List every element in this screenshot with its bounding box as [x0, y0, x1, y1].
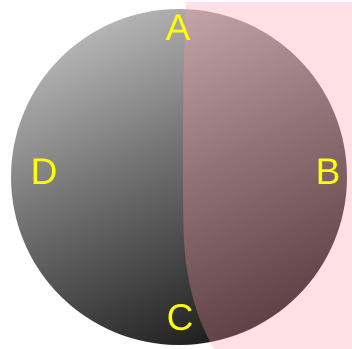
point-label-b: B [316, 151, 341, 192]
point-label-a: A [166, 7, 191, 48]
point-label-c: C [167, 297, 194, 338]
point-label-d: D [31, 151, 58, 192]
